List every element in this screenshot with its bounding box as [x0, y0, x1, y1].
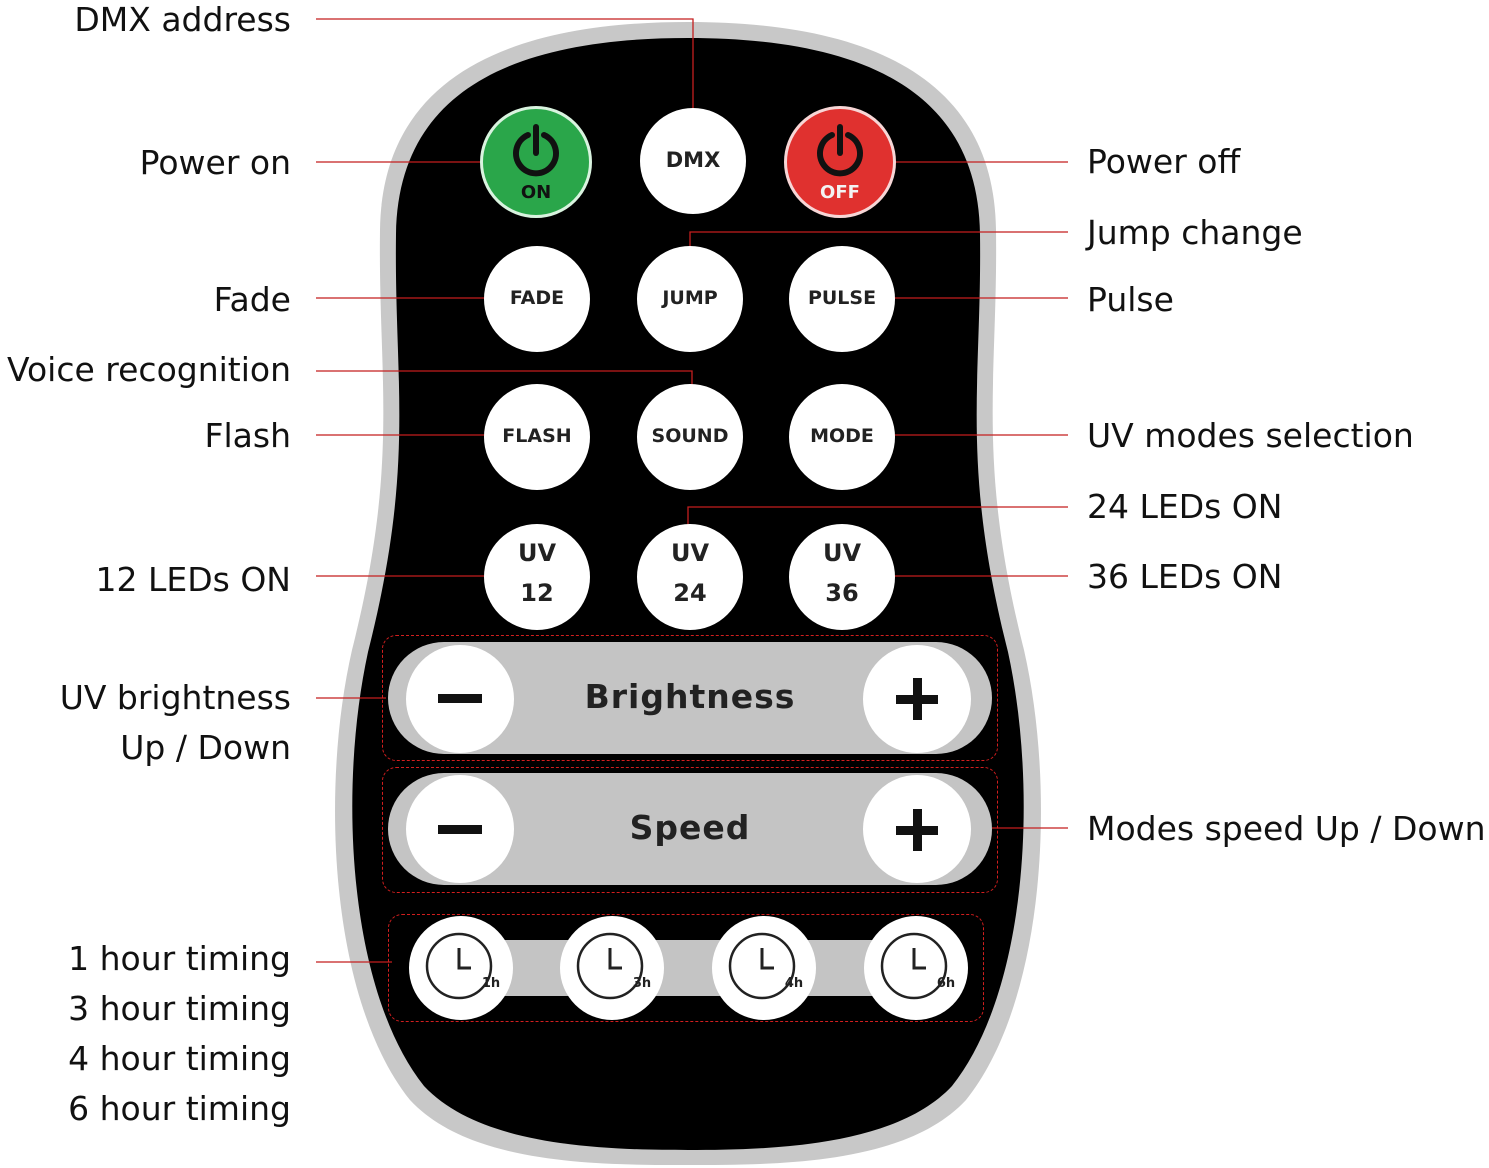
label-modes-speed: Modes speed Up / Down [1087, 809, 1486, 848]
label-4-hour-timing: 4 hour timing [68, 1039, 291, 1078]
label-power-on: Power on [139, 143, 291, 182]
timer-4h-text: 4h [784, 976, 804, 991]
jump-button-text: JUMP [662, 287, 718, 309]
jump-button[interactable]: JUMP [637, 246, 743, 352]
label-fade: Fade [213, 280, 291, 319]
uv36-bottom-text: 36 [825, 579, 859, 607]
label-6-hour-timing: 6 hour timing [68, 1089, 291, 1128]
label-3-hour-timing: 3 hour timing [68, 989, 291, 1028]
uv12-button[interactable]: UV 12 [484, 524, 590, 630]
sound-button[interactable]: SOUND [637, 384, 743, 490]
power-on-text: ON [520, 182, 552, 203]
label-pulse: Pulse [1087, 280, 1174, 319]
brightness-down-button[interactable] [406, 645, 514, 753]
uv36-top-text: UV [822, 539, 862, 567]
fade-button[interactable]: FADE [484, 246, 590, 352]
power-off-text: OFF [820, 182, 860, 203]
line-jump [689, 231, 1068, 250]
plus-icon [896, 678, 938, 720]
timer-3h-button[interactable]: 3h [560, 916, 664, 1020]
minus-icon [438, 694, 482, 703]
pulse-button[interactable]: PULSE [789, 246, 895, 352]
clock-icon [728, 932, 796, 1000]
label-uv-brightness: UV brightness [59, 678, 291, 717]
power-on-button[interactable]: ON [480, 106, 592, 218]
timer-6h-text: 6h [936, 976, 956, 991]
label-24-leds-on: 24 LEDs ON [1087, 487, 1283, 526]
dmx-button[interactable]: DMX [640, 108, 746, 214]
brightness-label: Brightness [584, 677, 796, 716]
label-jump-change: Jump change [1087, 213, 1303, 252]
uv12-bottom-text: 12 [520, 579, 554, 607]
label-flash: Flash [204, 416, 291, 455]
line-dmx [316, 18, 694, 108]
label-uv-modes-selection: UV modes selection [1087, 416, 1414, 455]
timer-4h-button[interactable]: 4h [712, 916, 816, 1020]
label-uv-brightness-updown: Up / Down [120, 728, 291, 767]
pulse-button-text: PULSE [807, 287, 877, 309]
line-sound [316, 370, 693, 390]
speed-label: Speed [629, 808, 751, 847]
clock-icon [880, 932, 948, 1000]
label-36-leds-on: 36 LEDs ON [1087, 557, 1283, 596]
brightness-up-button[interactable] [863, 645, 971, 753]
mode-button-text: MODE [810, 425, 874, 447]
timer-1h-text: 1h [481, 976, 501, 991]
label-power-off: Power off [1087, 142, 1241, 181]
label-1-hour-timing: 1 hour timing [68, 939, 291, 978]
minus-icon [438, 825, 482, 834]
line-uv24 [687, 506, 1068, 527]
speed-highlight [382, 767, 998, 893]
sound-button-text: SOUND [651, 425, 729, 447]
plus-icon [896, 809, 938, 851]
uv24-top-text: UV [670, 539, 710, 567]
speed-up-button[interactable] [863, 775, 971, 883]
clock-icon [425, 932, 493, 1000]
mode-button[interactable]: MODE [789, 384, 895, 490]
timers-highlight [388, 914, 984, 1022]
clock-icon [576, 932, 644, 1000]
uv36-button[interactable]: UV 36 [789, 524, 895, 630]
timer-1h-button[interactable]: 1h [409, 916, 513, 1020]
flash-button-text: FLASH [502, 425, 572, 447]
dmx-button-text: DMX [665, 148, 721, 172]
connector-lines [316, 18, 1068, 963]
brightness-highlight [382, 635, 998, 761]
timer-6h-button[interactable]: 6h [864, 916, 968, 1020]
fade-button-text: FADE [509, 287, 565, 309]
timers-bar [470, 940, 910, 996]
flash-button[interactable]: FLASH [484, 384, 590, 490]
power-icon [513, 124, 559, 177]
label-voice-recognition: Voice recognition [6, 350, 291, 389]
label-12-leds-on: 12 LEDs ON [95, 560, 291, 599]
timer-3h-text: 3h [632, 976, 652, 991]
power-off-button[interactable]: OFF [784, 106, 896, 218]
uv24-bottom-text: 24 [673, 579, 707, 607]
power-icon [817, 124, 863, 177]
speed-down-button[interactable] [406, 775, 514, 883]
uv12-top-text: UV [517, 539, 557, 567]
label-dmx-address: DMX address [74, 0, 291, 39]
uv24-button[interactable]: UV 24 [637, 524, 743, 630]
